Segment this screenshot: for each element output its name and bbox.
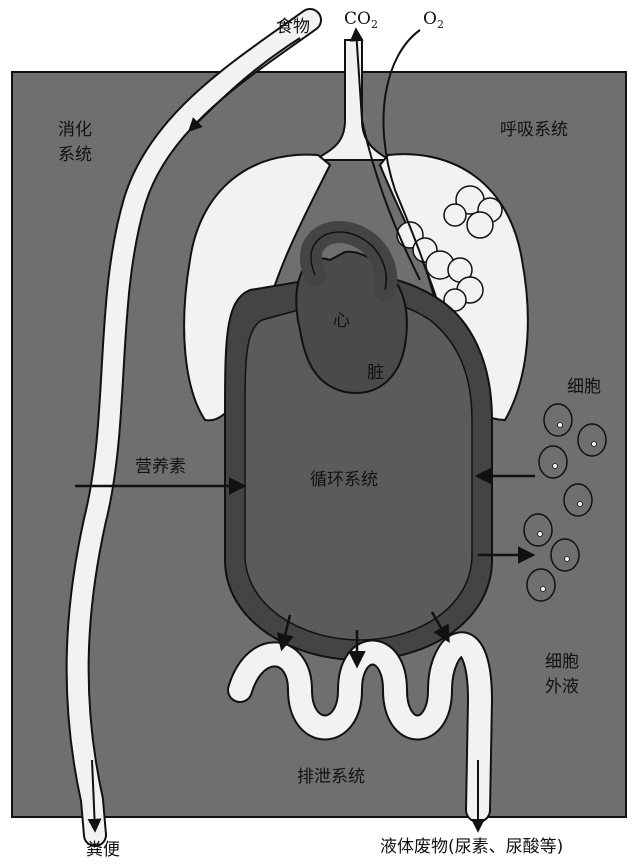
label-ecf-1: 细胞 bbox=[545, 652, 579, 672]
label-ecf-2: 外液 bbox=[545, 677, 579, 697]
label-respiratory: 呼吸系统 bbox=[500, 120, 568, 140]
label-heart-1: 心 bbox=[333, 311, 350, 331]
label-excretory: 排泄系统 bbox=[297, 767, 365, 787]
label-food: 食物 bbox=[276, 17, 310, 37]
label-cells: 细胞 bbox=[567, 377, 601, 397]
label-co2: CO2 bbox=[344, 9, 378, 31]
label-liquid-waste: 液体废物(尿素、尿酸等) bbox=[380, 837, 563, 857]
label-feces: 粪便 bbox=[86, 840, 120, 860]
label-digestive-1: 消化 bbox=[58, 120, 92, 140]
label-o2: O2 bbox=[423, 9, 444, 31]
label-circulatory: 循环系统 bbox=[310, 470, 378, 490]
label-digestive-2: 系统 bbox=[58, 145, 92, 165]
label-heart-2: 脏 bbox=[367, 363, 384, 383]
label-nutrients: 营养素 bbox=[135, 457, 186, 477]
